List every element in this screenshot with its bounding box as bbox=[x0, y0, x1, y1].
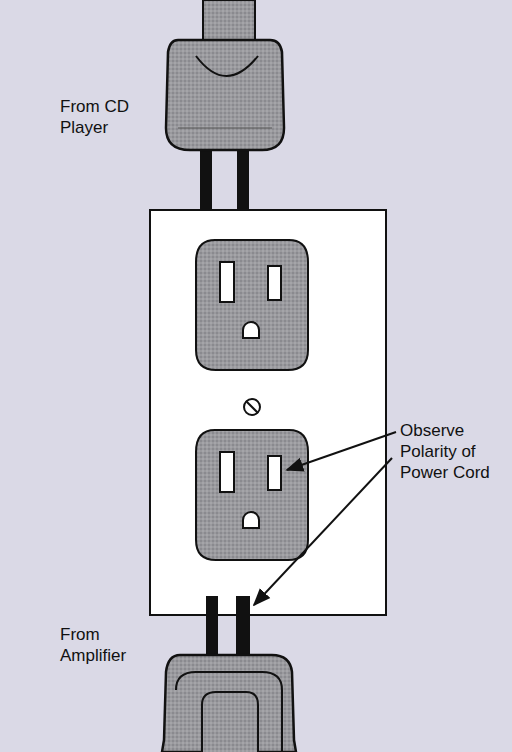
callout-label: From Amplifier bbox=[60, 624, 144, 666]
cd-player-plug bbox=[166, 0, 284, 217]
duplex-outlet bbox=[150, 210, 386, 615]
callout-label: From CD Player bbox=[60, 96, 142, 138]
amplifier-plug bbox=[162, 596, 296, 752]
leader-arrows bbox=[254, 432, 396, 605]
callout-label: Observe Polarity of Power Cord bbox=[400, 420, 506, 483]
